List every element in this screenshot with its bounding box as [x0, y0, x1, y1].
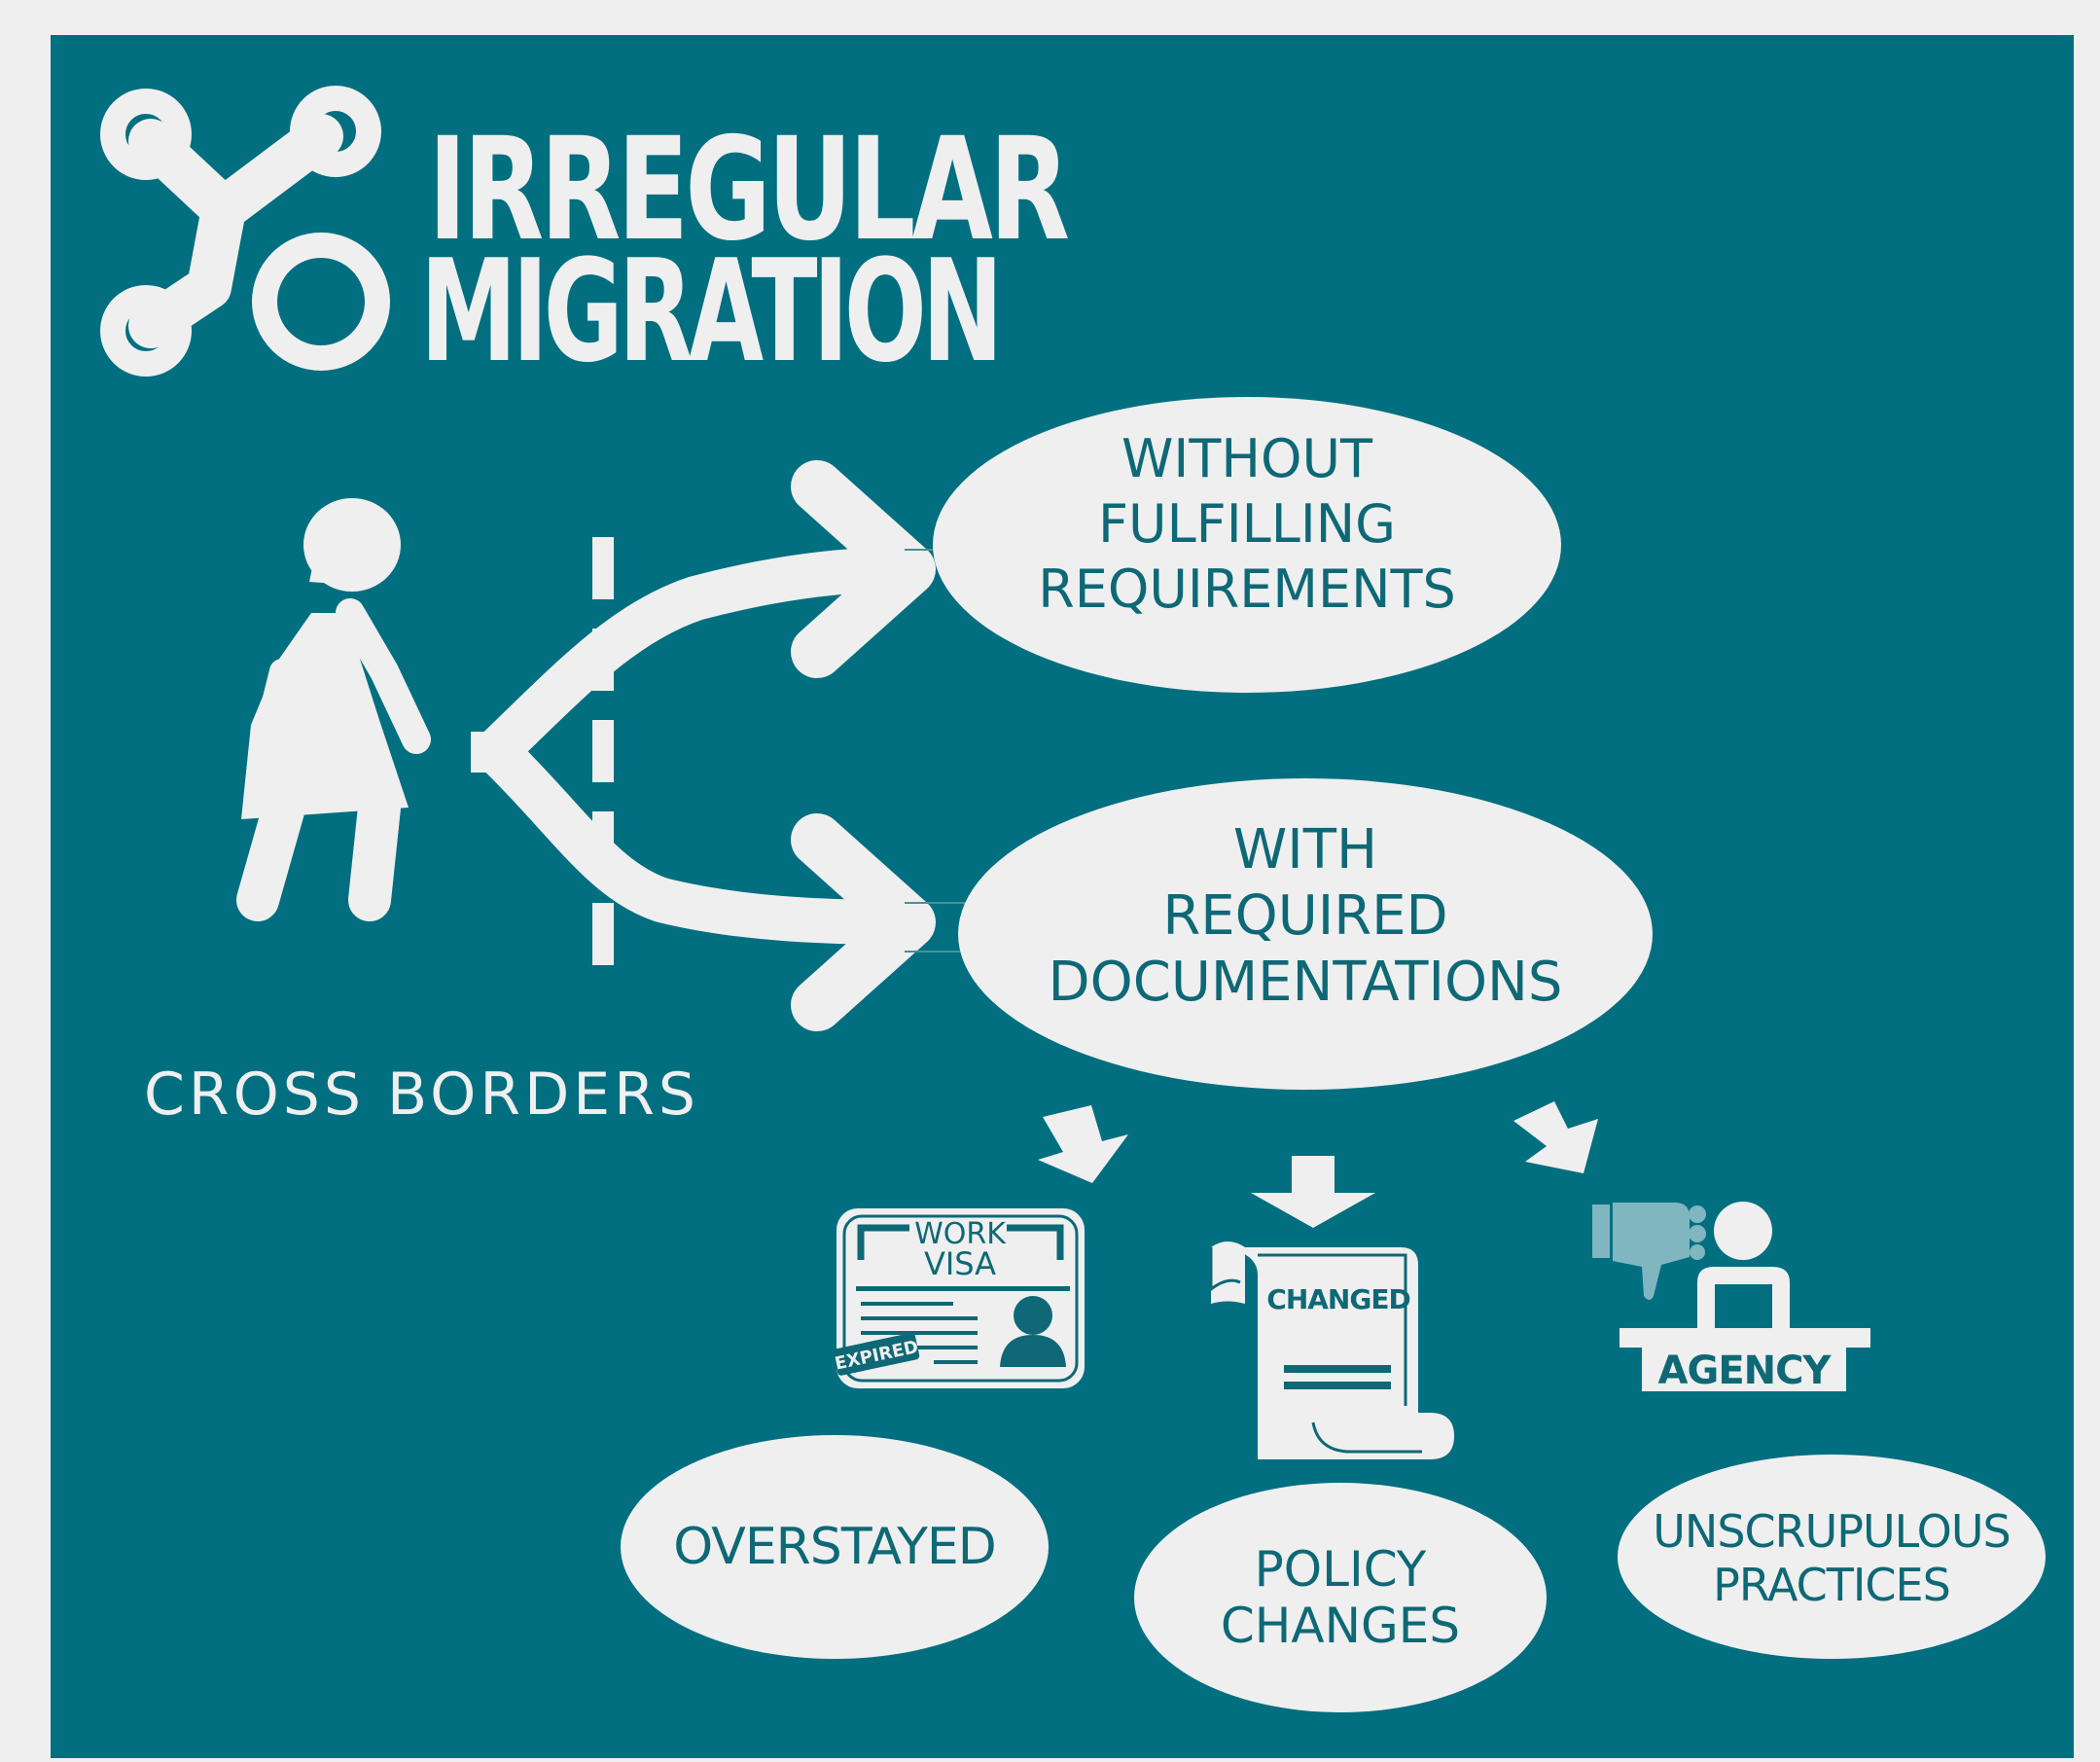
with-line-3: DOCUMENTATIONS [1049, 951, 1563, 1014]
walking-woman-icon [236, 498, 431, 921]
policy-line-2: CHANGES [1221, 1598, 1460, 1654]
with-documentations-oval [958, 778, 1653, 1090]
agency-desk-icon: AGENCY [1592, 1202, 1870, 1393]
cross-borders-label: CROSS BORDERS [144, 1061, 699, 1129]
without-requirements-oval [933, 397, 1561, 693]
scroll-changed-text: CHANGED [1266, 1283, 1409, 1315]
overstayed-oval [621, 1435, 1049, 1659]
down-arrow-icon [1038, 1105, 1128, 1183]
down-arrow-icon [1251, 1156, 1375, 1228]
thumbs-down-icon [1592, 1203, 1706, 1300]
visa-card-title-line-1: WORK [914, 1217, 1007, 1251]
unscrupulous-oval [1618, 1455, 2046, 1659]
split-arrow-icon [471, 460, 936, 1031]
policy-changes-oval [1134, 1483, 1547, 1712]
policy-line-1: POLICY [1255, 1541, 1427, 1598]
network-logo-icon [100, 86, 390, 377]
unscrupulous-line-1: UNSCRUPULOUS [1653, 1505, 2011, 1558]
overstayed-label: OVERSTAYED [673, 1518, 996, 1576]
without-line-1: WITHOUT [1121, 428, 1373, 489]
title-line-2: MIGRATION [420, 230, 998, 394]
changed-scroll-icon: CHANGED [1209, 1241, 1454, 1459]
without-line-3: REQUIREMENTS [1038, 558, 1456, 620]
agency-desk-text: AGENCY [1658, 1348, 1833, 1393]
title-line-1: IRREGULAR [428, 108, 1069, 272]
with-line-2: REQUIRED [1162, 884, 1447, 948]
down-arrow-icon [1513, 1101, 1598, 1173]
with-line-1: WITH [1233, 818, 1377, 881]
unscrupulous-line-2: PRACTICES [1713, 1559, 1950, 1611]
without-line-2: FULFILLING [1098, 493, 1396, 555]
work-visa-card-icon: WORK VISA EXPIRED [833, 1208, 1085, 1388]
visa-card-title-line-2: VISA [924, 1245, 996, 1282]
person-icon [1697, 1202, 1790, 1328]
